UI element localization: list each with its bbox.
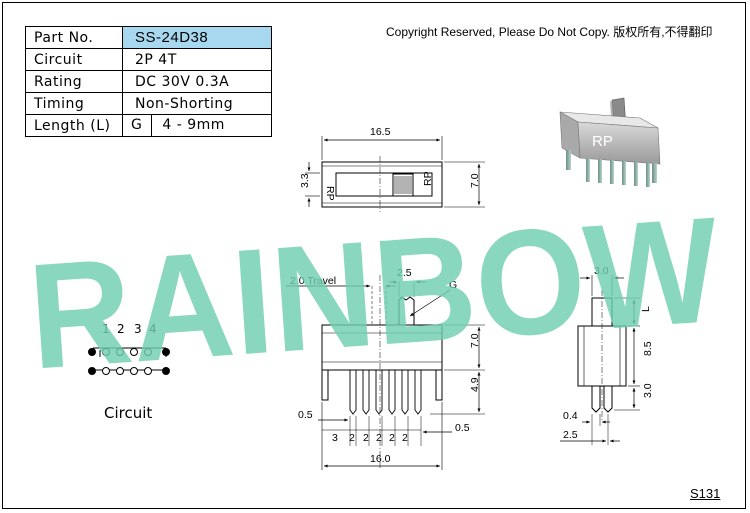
- top-view-body: [321, 161, 443, 208]
- dim-travel: 2.0 Travel: [290, 275, 336, 287]
- circuit-pin: [130, 348, 138, 356]
- product-marking: RP: [592, 133, 613, 150]
- dim-pitch: 2: [402, 432, 408, 444]
- watermark-rainbow: RAINBOW: [24, 185, 724, 401]
- dim-side-pin-thk: 0.4: [563, 410, 578, 422]
- dim-side-pin: 3.0: [642, 383, 654, 398]
- svg-text:RP: RP: [422, 171, 434, 186]
- dim-pin-length: 4.9: [469, 377, 481, 392]
- dim-pitch: 2: [363, 432, 369, 444]
- spec-value: DC 30V 0.3A: [122, 70, 272, 93]
- dim-side-pin-pitch: 2.5: [563, 429, 578, 441]
- drawing-code: S131: [690, 486, 721, 501]
- circuit-pin-number: 2: [117, 322, 125, 336]
- spec-row-part-no: Part No. SS-24D38: [25, 26, 272, 49]
- circuit-diagram: [88, 347, 170, 375]
- circuit-pin: [144, 367, 152, 375]
- spec-row-circuit: Circuit 2P 4T: [25, 48, 272, 71]
- dim-total-width: 16.0: [370, 453, 391, 465]
- dim-end-offset: 0.5: [455, 422, 470, 434]
- dim-side-knob: 3.0: [594, 265, 609, 277]
- length-code: G: [131, 115, 153, 136]
- dim-body-height: 7.0: [469, 333, 481, 348]
- product-image: RP: [559, 97, 661, 187]
- spec-label: Rating: [25, 70, 123, 93]
- circuit-common-pin: [88, 348, 96, 356]
- circuit-pin: [144, 348, 152, 356]
- spec-row-rating: Rating DC 30V 0.3A: [25, 70, 272, 93]
- circuit-pin: [116, 367, 124, 375]
- dim-side-body: 8.5: [642, 341, 654, 356]
- side-view: [560, 275, 640, 445]
- circuit-pin: [102, 367, 110, 375]
- top-view-slot: [335, 172, 433, 197]
- front-view: [286, 275, 485, 470]
- dim-top-width: 16.5: [370, 126, 391, 138]
- spec-value: 2P 4T: [122, 48, 272, 71]
- spec-table: Part No. SS-24D38 Circuit 2P 4T Rating D…: [25, 26, 272, 137]
- front-view-knob: [398, 296, 415, 325]
- g-label: G: [449, 279, 457, 291]
- circuit-pin-number: 4: [149, 322, 157, 336]
- dim-pitch: 2: [349, 432, 355, 444]
- length-cell: G 4 - 9mm: [122, 114, 272, 137]
- circuit-pin-number: 1: [102, 322, 110, 336]
- dim-top-inner: 3.3: [299, 173, 311, 188]
- circuit-pin: [116, 348, 124, 356]
- dim-first-pitch: 3: [332, 432, 338, 444]
- spec-label: Timing: [25, 92, 123, 115]
- circuit-common-pin: [162, 367, 170, 375]
- spec-row-timing: Timing Non-Shorting: [25, 92, 272, 115]
- circuit-common-pin: [162, 348, 170, 356]
- dim-knob-width: 2.5: [397, 267, 412, 279]
- length-value: 4 - 9mm: [162, 117, 225, 133]
- circuit-common-pin: [88, 367, 96, 375]
- circuit-pin: [130, 367, 138, 375]
- copyright-notice: Copyright Reserved, Please Do Not Copy. …: [386, 25, 713, 39]
- dim-top-height: 7.0: [469, 173, 481, 188]
- dim-pin-thickness: 0.5: [298, 409, 313, 421]
- dim-side-l: L: [640, 306, 652, 312]
- top-view: RP RP: [305, 136, 485, 212]
- svg-text:RP: RP: [324, 186, 336, 201]
- circuit-pin-number: 3: [134, 322, 142, 336]
- circuit-pin: [102, 348, 110, 356]
- dim-pitch: 2: [389, 432, 395, 444]
- dim-pitch: 2: [376, 432, 382, 444]
- circuit-label: Circuit: [104, 404, 153, 422]
